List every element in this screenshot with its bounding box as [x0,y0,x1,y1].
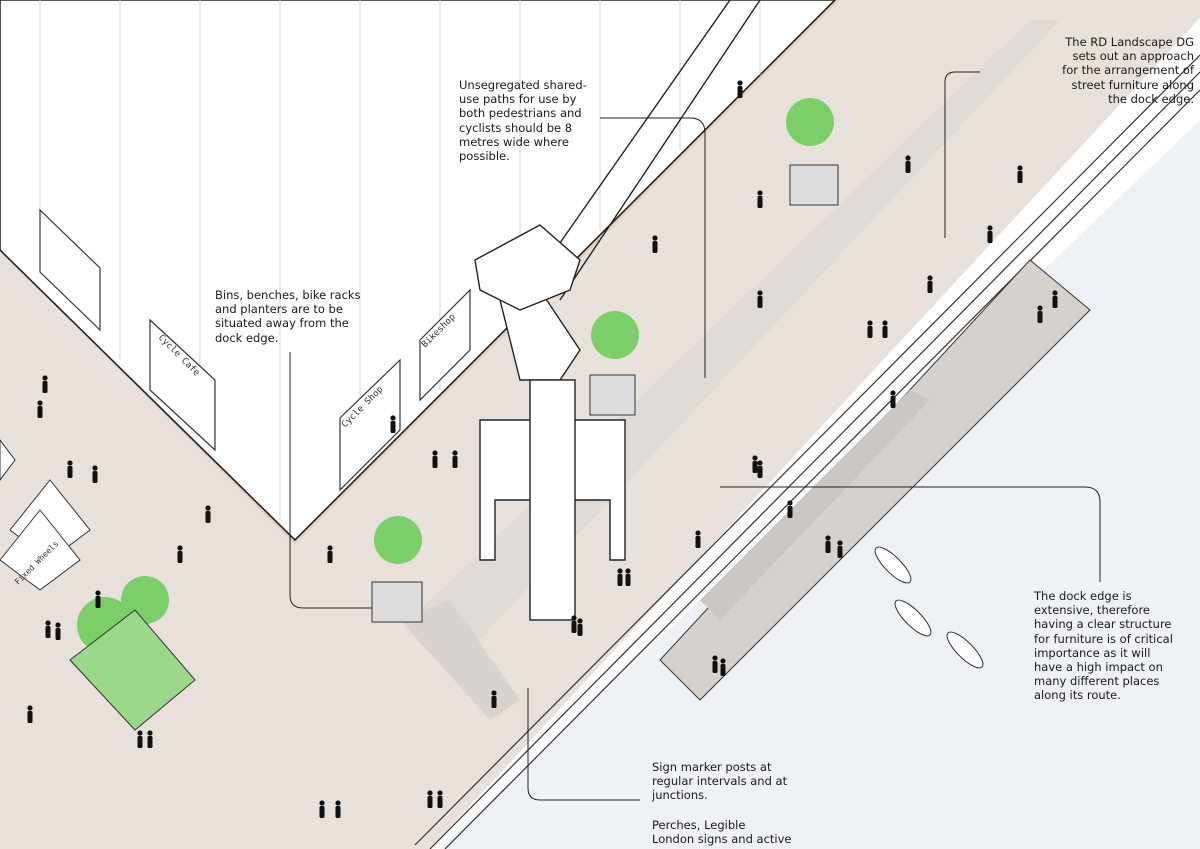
person-icon [205,505,210,523]
person-icon [712,655,717,673]
person-icon [577,618,582,636]
callout-perches: Perches, Legible London signs and active [652,818,802,846]
person-icon [491,690,496,708]
person-icon [452,450,457,468]
person-icon [757,290,762,308]
person-icon [437,790,442,808]
person-icon [95,590,100,608]
person-icon [27,705,32,723]
person-icon [625,568,630,586]
person-icon [137,730,142,748]
person-icon [92,465,97,483]
person-icon [927,275,932,293]
person-icon [55,622,60,640]
person-icon [45,620,50,638]
callout-sign-marker-posts: Sign marker posts at regular intervals a… [652,760,802,803]
person-icon [987,225,992,243]
person-icon [890,390,895,408]
person-icon [390,415,395,433]
person-icon [695,530,700,548]
person-icon [177,545,182,563]
person-icon [432,450,437,468]
person-icon [757,190,762,208]
callout-bins-benches: Bins, benches, bike racks and planters a… [215,288,365,345]
person-icon [427,790,432,808]
callout-dock-edge-structure: The dock edge is extensive, therefore ha… [1034,589,1194,703]
person-icon [617,568,622,586]
person-icon [319,800,324,818]
person-icon [67,460,72,478]
person-icon [652,235,657,253]
callout-shared-use-paths: Unsegregated shared- use paths for use b… [459,78,609,163]
person-icon [882,320,887,338]
person-icon [147,730,152,748]
person-icon [787,500,792,518]
person-icon [327,545,332,563]
person-icon [1037,305,1042,323]
person-icon [720,658,725,676]
person-icon [37,400,42,418]
person-icon [571,615,576,633]
person-icon [1017,165,1022,183]
person-icon [867,320,872,338]
person-icon [1052,290,1057,308]
person-icon [757,460,762,478]
person-icon [752,455,757,473]
person-icon [825,535,830,553]
person-icon [905,155,910,173]
person-icon [837,540,842,558]
callout-landscape-dg: The RD Landscape DG sets out an approach… [1022,35,1194,106]
person-icon [335,800,340,818]
person-icon [737,80,742,98]
person-icon [42,375,47,393]
